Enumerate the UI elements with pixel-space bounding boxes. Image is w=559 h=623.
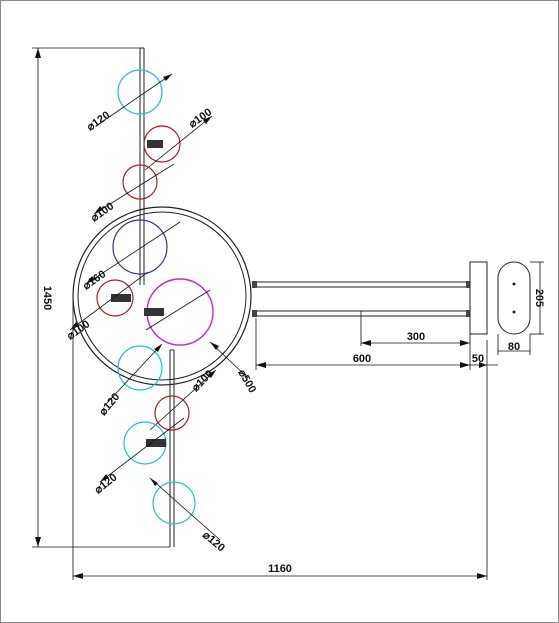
arm-length-label: 600 xyxy=(353,353,371,365)
wall-gap-label: 50 xyxy=(472,353,484,365)
ring-diameter-label: ⌀500 xyxy=(235,368,258,396)
globe-magenta xyxy=(144,278,214,346)
wall-canopy xyxy=(469,261,531,335)
lower-cyan-label: ⌀120 xyxy=(92,472,119,497)
globe-mid-cyan: ⌀120 xyxy=(97,343,163,418)
globe-left-red: ⌀100 xyxy=(65,271,149,342)
arm-offset-label: 300 xyxy=(407,331,425,343)
height-dimension: 1450 xyxy=(32,47,170,548)
wall-gap-dimension: 50 xyxy=(470,353,498,368)
top-cyan-label: ⌀120 xyxy=(85,109,112,133)
left-red-label: ⌀100 xyxy=(65,318,92,342)
canopy-height-label: 205 xyxy=(533,289,545,307)
arm-offset-dimension: 300 xyxy=(360,311,470,346)
width-dimension: 1160 xyxy=(72,300,488,580)
arm-length-dimension: 600 xyxy=(255,318,471,370)
globe-mid-red: ⌀100 xyxy=(89,163,175,224)
mid-red-label: ⌀100 xyxy=(89,200,116,224)
width-label: 1160 xyxy=(268,563,292,575)
globe-top-cyan: ⌀120 xyxy=(85,69,173,133)
mid-cyan-label: ⌀120 xyxy=(97,391,122,418)
bottom-cyan-label: ⌀120 xyxy=(200,529,227,554)
canopy-depth-label: 80 xyxy=(508,341,520,353)
globe-top-red: ⌀100 xyxy=(143,106,214,171)
canopy-depth-dimension: 80 xyxy=(497,334,531,355)
height-label: 1450 xyxy=(41,286,53,310)
top-red-label: ⌀100 xyxy=(187,106,214,130)
lower-red-label: ⌀100 xyxy=(190,368,216,394)
globe-blue: ⌀160 xyxy=(81,219,181,292)
stems xyxy=(139,47,175,547)
globe-bottom-cyan: ⌀120 xyxy=(149,477,227,554)
main-ring: ⌀500 xyxy=(72,206,258,396)
canopy-height-dimension: 205 xyxy=(530,261,545,335)
wall-arms xyxy=(252,281,471,317)
